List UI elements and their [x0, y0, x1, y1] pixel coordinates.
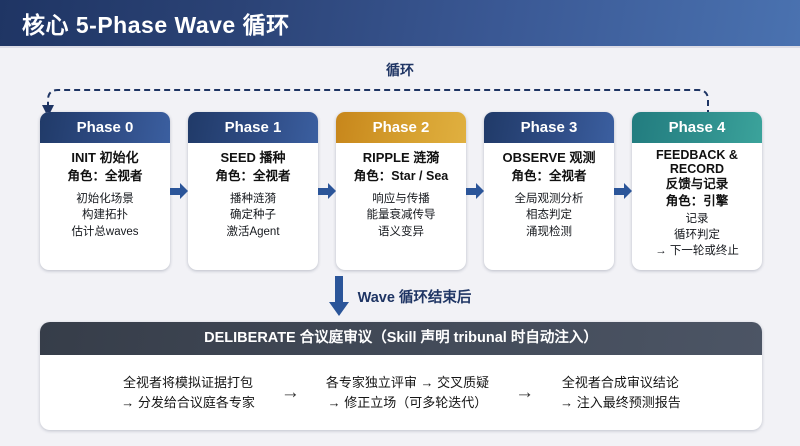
phase-title-line1: FEEDBACK &: [656, 148, 738, 162]
phase-body-4: FEEDBACK & RECORD 反馈与记录 角色：引擎 记录 循环判定 → …: [632, 143, 762, 270]
phase-card-3[interactable]: Phase 3 OBSERVE 观测 角色：全视者 全局观测分析 相态判定 涌现…: [484, 112, 614, 270]
phase-items-0: 初始化场景 构建拓扑 估计总waves: [44, 191, 166, 240]
phase-title-line2: RECORD: [669, 162, 725, 177]
phase-item: 循环判定: [674, 229, 720, 242]
phase-role-0: 角色：全视者: [67, 168, 143, 183]
phase-item: 估计总waves: [71, 225, 139, 238]
phase-item: 涌现检测: [526, 225, 572, 238]
deliberate-separator-arrow-icon: →: [280, 382, 300, 403]
phase-role-3: 角色：全视者: [511, 168, 587, 183]
phase-body-1: SEED 播种 角色：全视者 播种涟漪 确定种子 激活Agent: [188, 143, 318, 270]
phase-item: → 下一轮或终止: [655, 245, 739, 258]
deliberate-body: 全视者将模拟证据打包 → 分发给合议庭各专家 → 各专家独立评审 → 交叉质疑 …: [40, 355, 762, 430]
phase-item: 确定种子: [230, 209, 276, 222]
phase-role-4: 角色：引擎: [665, 194, 729, 209]
step-arrow-3-to-4: [614, 112, 632, 270]
deliberate-header: DELIBERATE 合议庭审议（Skill 声明 tribunal 时自动注入…: [40, 322, 762, 355]
phase-role-1: 角色：全视者: [215, 168, 291, 183]
phase-item: 语义变异: [378, 225, 424, 238]
phase-item: 播种涟漪: [230, 193, 276, 206]
loop-label: 循环: [386, 62, 414, 78]
right-arrow-icon: [614, 183, 632, 199]
right-arrow-icon: [170, 183, 188, 199]
phase-role-2: 角色：Star / Sea: [353, 168, 449, 183]
phase-item: 构建拓扑: [82, 209, 128, 222]
deliberate-step-2: 各专家独立评审 → 交叉质疑 → 修正立场（可多轮迭代）: [326, 373, 489, 413]
phase-item: 初始化场景: [76, 193, 134, 206]
phase-title-1: SEED 播种: [220, 150, 286, 165]
deliberate-step-3-line2: → 注入最终预测报告: [560, 394, 681, 410]
phase-items-2: 响应与传播 能量衰减传导 语义变异: [340, 191, 462, 240]
phase-card-4[interactable]: Phase 4 FEEDBACK & RECORD 反馈与记录 角色：引擎 记录…: [632, 112, 762, 270]
deliberate-step-3: 全视者合成审议结论 → 注入最终预测报告: [560, 373, 681, 413]
dashed-loop-arrow-icon: [42, 89, 709, 117]
phase-title-2: RIPPLE 涟漪: [362, 150, 440, 165]
phase-item: 响应与传播: [372, 193, 430, 206]
deliberate-step-2-line1: 各专家独立评审 → 交叉质疑: [325, 374, 490, 390]
step-arrow-2-to-3: [466, 112, 484, 270]
phase-row: Phase 0 INIT 初始化 角色：全视者 初始化场景 构建拓扑 估计总wa…: [40, 112, 764, 270]
step-arrow-0-to-1: [170, 112, 188, 270]
phase-item: 激活Agent: [226, 225, 280, 238]
deliberate-step-3-line1: 全视者合成审议结论: [561, 374, 679, 390]
phase-body-0: INIT 初始化 角色：全视者 初始化场景 构建拓扑 估计总waves: [40, 143, 170, 270]
phase-card-2[interactable]: Phase 2 RIPPLE 涟漪 角色：Star / Sea 响应与传播 能量…: [336, 112, 466, 270]
right-arrow-icon: [318, 183, 336, 199]
phase-card-1[interactable]: Phase 1 SEED 播种 角色：全视者 播种涟漪 确定种子 激活Agent: [188, 112, 318, 270]
phase-badge-1: Phase 1: [188, 112, 318, 143]
phase-items-1: 播种涟漪 确定种子 激活Agent: [192, 191, 314, 240]
phase-badge-2: Phase 2: [336, 112, 466, 143]
phase-item: 能量衰减传导: [366, 209, 436, 222]
step-arrow-1-to-2: [318, 112, 336, 270]
deliberate-step-2-line2: → 修正立场（可多轮迭代）: [327, 394, 488, 410]
phase-title-3: OBSERVE 观测: [502, 150, 596, 165]
transition-label: Wave 循环结束后: [357, 289, 472, 306]
phase-title-line3: 反馈与记录: [665, 176, 729, 191]
phase-badge-4: Phase 4: [632, 112, 762, 143]
deliberate-panel[interactable]: DELIBERATE 合议庭审议（Skill 声明 tribunal 时自动注入…: [40, 322, 762, 430]
phase-items-4: 记录 循环判定 → 下一轮或终止: [636, 212, 758, 260]
deliberate-step-1: 全视者将模拟证据打包 → 分发给合议庭各专家: [121, 373, 255, 413]
deliberate-separator-arrow-icon: →: [515, 382, 535, 403]
right-arrow-icon: [466, 183, 484, 199]
phase-badge-0: Phase 0: [40, 112, 170, 143]
page-title: 核心 5-Phase Wave 循环: [22, 12, 290, 38]
phase-item: 相态判定: [526, 209, 572, 222]
phase-item: 记录: [685, 213, 709, 226]
down-arrow-icon: [328, 276, 349, 316]
phase-badge-3: Phase 3: [484, 112, 614, 143]
phase-title-4: FEEDBACK & RECORD 反馈与记录: [636, 148, 758, 191]
deliberate-step-1-line1: 全视者将模拟证据打包: [123, 374, 254, 390]
phase-body-3: OBSERVE 观测 角色：全视者 全局观测分析 相态判定 涌现检测: [484, 143, 614, 270]
header-bar: 核心 5-Phase Wave 循环: [0, 0, 800, 48]
transition-group: Wave 循环结束后: [0, 274, 800, 318]
phase-items-3: 全局观测分析 相态判定 涌现检测: [488, 191, 610, 240]
phase-card-0[interactable]: Phase 0 INIT 初始化 角色：全视者 初始化场景 构建拓扑 估计总wa…: [40, 112, 170, 270]
phase-title-0: INIT 初始化: [71, 150, 139, 165]
phase-body-2: RIPPLE 涟漪 角色：Star / Sea 响应与传播 能量衰减传导 语义变…: [336, 143, 466, 270]
phase-item: 全局观测分析: [514, 193, 584, 206]
deliberate-step-1-line2: → 分发给合议庭各专家: [121, 394, 255, 410]
